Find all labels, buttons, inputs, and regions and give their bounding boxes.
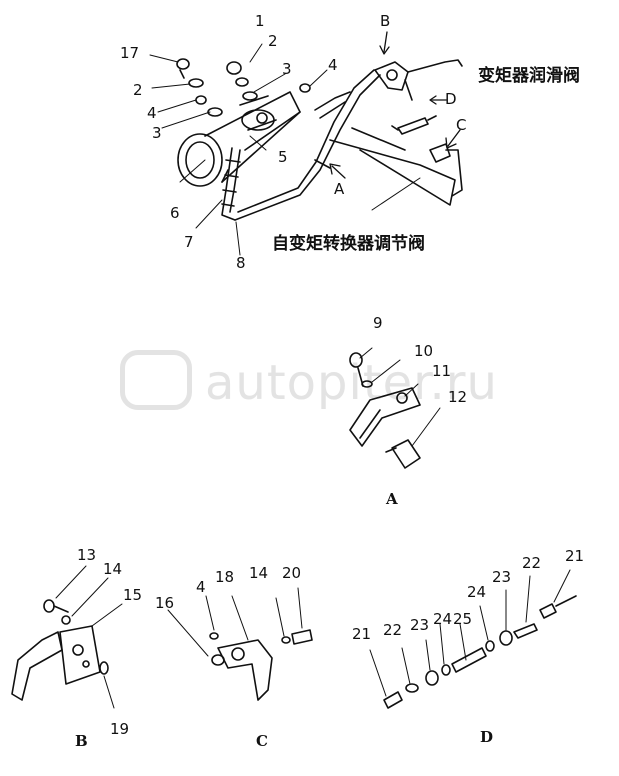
leader-lines-main: [149, 43, 421, 256]
caption-d: D: [480, 728, 494, 746]
part-number-22b: 22: [522, 554, 542, 572]
part-number-7: 7: [184, 233, 194, 251]
watermark-logo: [120, 350, 192, 410]
part-number-3b: 3: [282, 60, 292, 78]
part-number-25: 25: [453, 610, 473, 628]
part-number-2: 2: [133, 81, 143, 99]
part-number-5: 5: [278, 148, 288, 166]
detail-a-drawing: [349, 347, 441, 469]
part-number-1: 1: [255, 12, 265, 30]
fitting-c-main: [429, 143, 463, 197]
part-number-8: 8: [236, 254, 246, 272]
caption-b: B: [75, 732, 88, 750]
view-arrows-main: [329, 31, 461, 179]
part-number-24b: 24: [467, 583, 487, 601]
part-number-19: 19: [110, 720, 130, 738]
part-number-12: 12: [448, 388, 468, 406]
part-number-13: 13: [77, 546, 97, 564]
small-parts-top: [176, 58, 311, 117]
detail-d-drawing: [369, 569, 577, 709]
part-number-11: 11: [432, 362, 452, 380]
view-letter-a: A: [334, 180, 345, 198]
part-number-4: 4: [147, 104, 157, 122]
part-number-15: 15: [123, 586, 143, 604]
part-number-21a: 21: [352, 625, 372, 643]
part-number-21b: 21: [565, 547, 585, 565]
part-number-3: 3: [152, 124, 162, 142]
main-tube: [234, 69, 456, 221]
view-letter-d: D: [445, 90, 457, 108]
part-number-24a: 24: [433, 610, 453, 628]
part-number-16: 16: [155, 594, 175, 612]
part-number-6: 6: [170, 204, 180, 222]
view-letter-b: B: [380, 12, 391, 30]
part-number-23b: 23: [492, 568, 512, 586]
detail-c-drawing: [167, 587, 313, 701]
detail-b-drawing: [11, 565, 123, 709]
caption-c: C: [256, 732, 268, 750]
part-number-23a: 23: [410, 616, 430, 634]
part-number-10: 10: [414, 342, 434, 360]
part-number-4b: 4: [328, 56, 338, 74]
fitting-d-main: [391, 115, 437, 135]
part-number-4c: 4: [196, 578, 206, 596]
view-letter-c: C: [456, 116, 467, 134]
part-number-9: 9: [373, 314, 383, 332]
part-number-22a: 22: [383, 621, 403, 639]
part-number-20: 20: [282, 564, 302, 582]
caption-a: A: [386, 490, 398, 508]
lube-valve-b: [374, 59, 463, 101]
part-number-2b: 2: [268, 32, 278, 50]
part-number-14: 14: [103, 560, 123, 578]
pipe-7-8: [221, 147, 241, 221]
part-number-14c: 14: [249, 564, 269, 582]
label-torque-converter-lube-valve: 变矩器润滑阀: [478, 66, 580, 86]
part-number-17: 17: [120, 44, 140, 62]
transmission-housing: [177, 91, 301, 187]
part-number-18: 18: [215, 568, 235, 586]
label-from-regulator-valve: 自变矩转换器调节阀: [272, 234, 425, 254]
